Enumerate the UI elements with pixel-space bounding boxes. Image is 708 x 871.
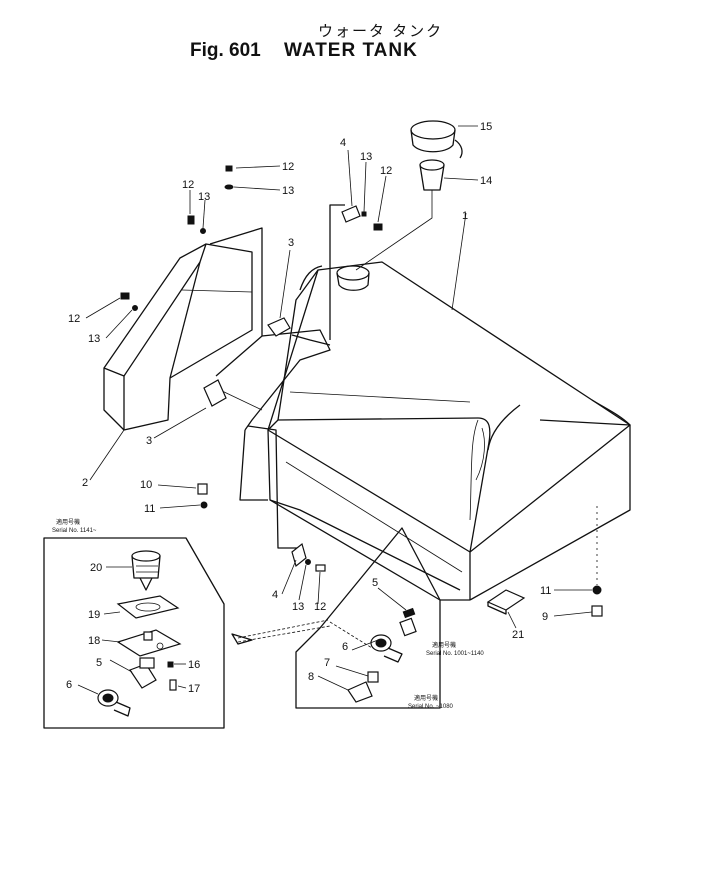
callout-13-c: 13 (360, 151, 372, 163)
callout-6-inset: 6 (66, 679, 72, 691)
callout-4-upper: 4 (340, 137, 346, 149)
water-tank-body (267, 261, 631, 601)
callout-9: 9 (542, 611, 548, 623)
callout-3-upper: 3 (288, 237, 294, 249)
callout-18: 18 (88, 635, 100, 647)
callout-16: 16 (188, 659, 200, 671)
callout-14: 14 (480, 175, 492, 187)
serial-left-jp: 適用号機 (56, 518, 80, 526)
duct-cover (103, 204, 345, 549)
serial-mid-jp: 適用号機 (432, 641, 456, 649)
callout-3-lower: 3 (146, 435, 152, 447)
callout-19: 19 (88, 609, 100, 621)
callout-numbers: 1 2 3 3 4 4 5 5 6 6 7 8 9 10 11 11 12 12… (66, 121, 551, 695)
callout-11-left: 11 (144, 503, 155, 515)
callout-12-c: 12 (380, 165, 392, 177)
inset-serial-1141 (43, 537, 331, 729)
bolts (120, 165, 603, 617)
callout-10: 10 (140, 479, 152, 491)
callout-13-lower: 13 (292, 601, 304, 613)
serial-left: Serial No. 1141~ (52, 528, 97, 534)
callout-5-main: 5 (372, 577, 378, 589)
callout-5-inset: 5 (96, 657, 102, 669)
callout-12-a: 12 (282, 161, 294, 173)
title-japanese: ウォータ タンク (318, 23, 444, 40)
callout-6-main: 6 (342, 641, 348, 653)
callout-13-b: 13 (198, 191, 210, 203)
callout-17: 17 (188, 683, 200, 695)
bracket-4-upper (341, 205, 361, 223)
callout-7: 7 (324, 657, 330, 669)
filler-strainer (355, 159, 445, 271)
bracket-3-upper (267, 317, 291, 337)
serial-low-jp: 適用号機 (414, 694, 438, 702)
serial-low: Serial No. ~1080 (408, 704, 454, 710)
callout-12-d: 12 (68, 313, 80, 325)
leader-lines (85, 125, 593, 629)
callout-12-b: 12 (182, 179, 194, 191)
callout-20: 20 (90, 562, 102, 574)
callout-13-a: 13 (282, 185, 294, 197)
callout-8: 8 (308, 671, 314, 683)
bracket-4-lower (291, 542, 307, 568)
callout-21: 21 (512, 629, 524, 641)
figure-number: Fig. 601 (190, 40, 261, 61)
callout-2: 2 (82, 477, 88, 489)
callout-12-lower: 12 (314, 601, 326, 613)
figure-title: WATER TANK (284, 40, 418, 61)
callout-11-right: 11 (540, 585, 551, 597)
callout-13-d: 13 (88, 333, 100, 345)
callout-15: 15 (480, 121, 492, 133)
bracket-3-lower (203, 379, 227, 407)
tank-pad (486, 589, 526, 611)
callout-1: 1 (462, 210, 468, 222)
serial-mid: Serial No. 1001~1140 (426, 651, 484, 657)
inset-serial-1001 (295, 527, 441, 709)
serial-notes: 適用号機 Serial No. 1141~ 適用号機 Serial No. 10… (52, 518, 484, 710)
callout-4-lower: 4 (272, 589, 278, 601)
filler-cap (410, 120, 463, 159)
